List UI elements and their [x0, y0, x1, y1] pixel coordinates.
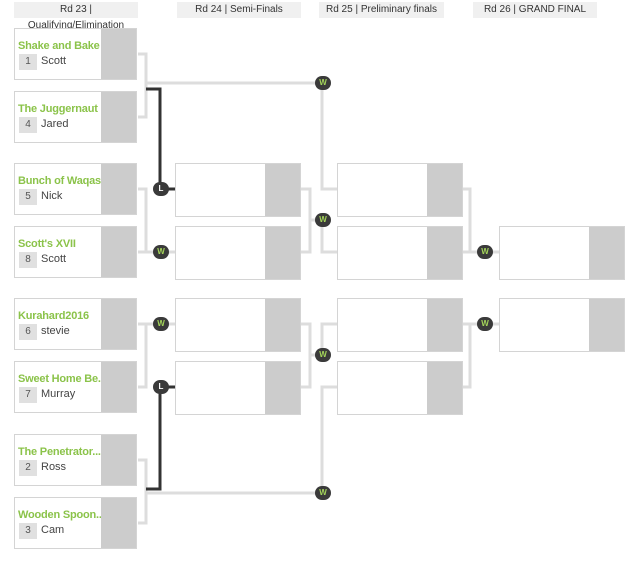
- semi-final-slot-2: [175, 226, 301, 280]
- score-cell: [427, 227, 462, 279]
- connector-qf2-loser: [146, 385, 175, 491]
- team-card-bunch-of-waqas[interactable]: Bunch of Waqas 5 Nick: [14, 163, 137, 215]
- team-name[interactable]: Wooden Spoon...: [18, 509, 105, 521]
- connector-qf1-winner: [146, 81, 337, 191]
- score-cell: [427, 299, 462, 351]
- winner-badge: W: [477, 317, 493, 331]
- score-cell: [589, 299, 624, 351]
- score-cell: [101, 164, 136, 214]
- connector-ef1: [138, 187, 148, 254]
- score-cell: [265, 362, 300, 414]
- winner-badge: W: [315, 76, 331, 90]
- connector-qf2: [138, 458, 148, 525]
- team-name[interactable]: The Juggernaut: [18, 103, 98, 115]
- team-name[interactable]: Sweet Home Be...: [18, 373, 107, 385]
- winner-badge: W: [315, 213, 331, 227]
- seed-badge: 4: [19, 117, 37, 133]
- connector-pf1: [462, 187, 472, 254]
- loser-badge: L: [153, 182, 169, 196]
- winner-badge: W: [477, 245, 493, 259]
- team-card-sweet-home[interactable]: Sweet Home Be... 7 Murray: [14, 361, 137, 413]
- score-cell: [101, 299, 136, 349]
- round-header-rd25: Rd 25 | Preliminary finals: [319, 2, 444, 18]
- score-cell: [101, 498, 136, 548]
- connector-qf2-winner: [146, 385, 337, 495]
- seed-badge: 2: [19, 460, 37, 476]
- team-card-scotts-xvii[interactable]: Scott's XVII 8 Scott: [14, 226, 137, 278]
- round-header-rd24: Rd 24 | Semi-Finals: [177, 2, 301, 18]
- prelim-final-slot-3: [337, 298, 463, 352]
- winner-badge: W: [153, 317, 169, 331]
- score-cell: [265, 164, 300, 216]
- round-header-rd23: Rd 23 | Qualifying/Elimination: [14, 2, 138, 31]
- winner-badge: W: [315, 348, 331, 362]
- connector-qf1: [138, 52, 148, 119]
- score-cell: [265, 227, 300, 279]
- coach-name: Murray: [41, 388, 76, 400]
- seed-badge: 7: [19, 387, 37, 403]
- prelim-final-slot-2: [337, 226, 463, 280]
- team-name[interactable]: The Penetrator...: [18, 446, 101, 458]
- seed-badge: 6: [19, 324, 37, 340]
- seed-badge: 8: [19, 252, 37, 268]
- score-cell: [427, 164, 462, 216]
- loser-badge: L: [153, 380, 169, 394]
- prelim-final-slot-1: [337, 163, 463, 217]
- connector-pf2: [462, 322, 472, 389]
- score-cell: [589, 227, 624, 279]
- connector-sf1: [301, 187, 312, 254]
- connector-qf1-loser: [146, 87, 175, 191]
- semi-final-slot-4: [175, 361, 301, 415]
- coach-name: Ross: [41, 461, 67, 473]
- score-cell: [101, 227, 136, 277]
- team-name[interactable]: Scott's XVII: [18, 238, 76, 250]
- score-cell: [101, 362, 136, 412]
- team-name[interactable]: Bunch of Waqas: [18, 175, 101, 187]
- prelim-final-slot-4: [337, 361, 463, 415]
- connector-sf2: [301, 322, 312, 389]
- coach-name: Nick: [41, 190, 63, 202]
- round-header-rd26: Rd 26 | GRAND FINAL: [473, 2, 597, 18]
- winner-badge: W: [315, 486, 331, 500]
- grand-final-slot-1: [499, 226, 625, 280]
- winner-badge: W: [153, 245, 169, 259]
- coach-name: stevie: [41, 325, 70, 337]
- team-card-the-penetrator[interactable]: The Penetrator... 2 Ross: [14, 434, 137, 486]
- grand-final-slot-2: [499, 298, 625, 352]
- team-card-wooden-spoon[interactable]: Wooden Spoon... 3 Cam: [14, 497, 137, 549]
- team-name[interactable]: Shake and Bake: [18, 40, 100, 52]
- semi-final-slot-1: [175, 163, 301, 217]
- coach-name: Scott: [41, 253, 67, 265]
- score-cell: [265, 299, 300, 351]
- coach-name: Scott: [41, 55, 67, 67]
- score-cell: [101, 435, 136, 485]
- connector-ef2: [138, 322, 148, 389]
- team-name[interactable]: Kurahard2016: [18, 310, 89, 322]
- seed-badge: 1: [19, 54, 37, 70]
- semi-final-slot-3: [175, 298, 301, 352]
- team-card-kurahard2016[interactable]: Kurahard2016 6 stevie: [14, 298, 137, 350]
- seed-badge: 3: [19, 523, 37, 539]
- score-cell: [101, 29, 136, 79]
- seed-badge: 5: [19, 189, 37, 205]
- coach-name: Jared: [41, 118, 69, 130]
- score-cell: [427, 362, 462, 414]
- team-card-the-juggernaut[interactable]: The Juggernaut 4 Jared: [14, 91, 137, 143]
- coach-name: Cam: [41, 524, 65, 536]
- team-card-shake-and-bake[interactable]: Shake and Bake 1 Scott: [14, 28, 137, 80]
- score-cell: [101, 92, 136, 142]
